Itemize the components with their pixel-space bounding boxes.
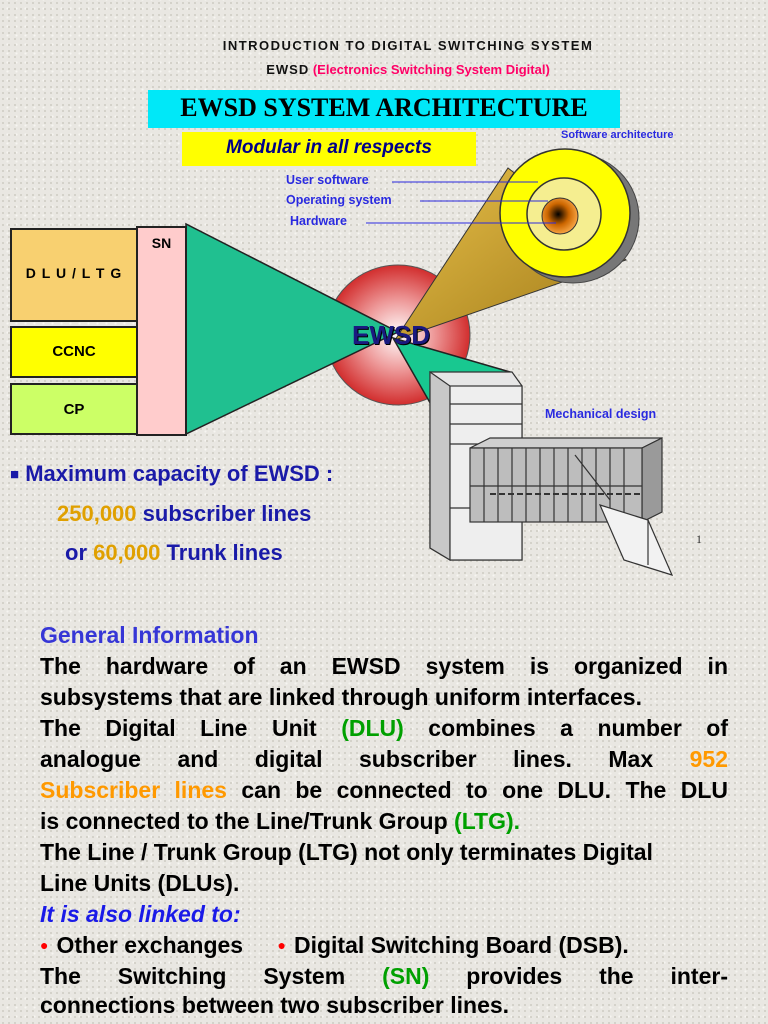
max-lines-highlight: 952 xyxy=(689,746,728,772)
cp-block xyxy=(10,383,138,435)
cp-label: CP xyxy=(63,401,85,418)
general-line-10: connections between two subscriber lines… xyxy=(40,992,510,1018)
or-text: or xyxy=(65,540,87,565)
general-line-6: is connected to the Line/Trunk Group (LT… xyxy=(40,808,521,834)
general-line-2: subsystems that are linked through unifo… xyxy=(40,684,642,710)
capacity-heading-text: Maximum capacity of EWSD : xyxy=(25,461,334,486)
header-expansion: (Electronics Switching System Digital) xyxy=(312,62,550,77)
layer-operating-system: Operating system xyxy=(286,193,392,207)
sn-label: SN xyxy=(151,235,172,251)
general-line-4: analogue and digital subscriber lines. M… xyxy=(40,746,728,772)
layer-user-software: User software xyxy=(286,173,369,187)
mechanical-cabinet xyxy=(429,370,674,576)
bullet-other-exchanges: Other exchanges xyxy=(56,932,244,958)
header-line-1: INTRODUCTION TO DIGITAL SWITCHING SYSTEM xyxy=(222,38,594,53)
ewsd-center-label: EWSD xyxy=(352,320,430,350)
sn-block xyxy=(136,226,187,436)
software-architecture-label: Software architecture xyxy=(561,129,674,141)
trunk-capacity-value: 60,000 xyxy=(93,540,161,565)
capacity-trunk-line: or 60,000 Trunk lines xyxy=(65,540,283,566)
subtitle-banner xyxy=(182,132,476,166)
general-line-9: The Switching System (SN) provides the i… xyxy=(40,963,728,989)
sn-highlight: (SN) xyxy=(382,963,430,989)
bullet-dsb: Digital Switching Board (DSB). xyxy=(293,932,629,958)
general-line-3: The Digital Line Unit (DLU) combines a n… xyxy=(40,715,729,741)
header-ewsd: EWSD xyxy=(266,62,310,77)
dlu-ltg-label: D L U / L T G xyxy=(25,265,123,281)
page-number: 1 xyxy=(696,532,702,546)
architecture-diagram xyxy=(185,148,674,576)
general-line-1: The hardware of an EWSD system is organi… xyxy=(40,653,728,679)
header-line-2: EWSD (Electronics Switching System Digit… xyxy=(0,62,768,77)
linked-bullets: ● Other exchanges ● Digital Switching Boar… xyxy=(40,930,740,964)
bullet-dot-icon: ● xyxy=(277,937,286,953)
trunk-capacity-text: Trunk lines xyxy=(166,540,283,565)
ccnc-block xyxy=(10,326,138,378)
linked-heading: It is also linked to: xyxy=(40,901,241,927)
bullet-dot-icon: ● xyxy=(40,937,49,953)
dlu-ltg-block xyxy=(10,228,138,322)
general-line-7: The Line / Trunk Group (LTG) not only te… xyxy=(40,839,653,865)
capacity-subscriber-line: 250,000 subscriber lines xyxy=(57,501,311,527)
page-title: EWSD SYSTEM ARCHITECTURE xyxy=(180,93,588,122)
ccnc-label: CCNC xyxy=(52,343,96,360)
mechanical-design-label: Mechanical design xyxy=(545,407,657,421)
capacity-heading: ■ Maximum capacity of EWSD : xyxy=(10,461,333,487)
square-bullet-icon: ■ xyxy=(10,466,20,483)
general-info-heading: General Information xyxy=(40,622,259,648)
general-line-5: Subscriber lines can be connected to one… xyxy=(40,777,728,803)
layer-hardware: Hardware xyxy=(290,214,347,228)
subscriber-capacity-value: 250,000 xyxy=(57,501,137,526)
dlu-highlight: (DLU) xyxy=(341,715,404,741)
subtitle: Modular in all respects xyxy=(226,137,432,158)
general-line-8: Line Units (DLUs). xyxy=(40,870,240,896)
software-ring-hw xyxy=(541,197,579,235)
ltg-highlight: (LTG). xyxy=(454,808,521,834)
subscriber-capacity-text: subscriber lines xyxy=(142,501,312,526)
title-banner xyxy=(148,90,620,128)
subscriber-lines-highlight: Subscriber lines xyxy=(40,777,227,803)
